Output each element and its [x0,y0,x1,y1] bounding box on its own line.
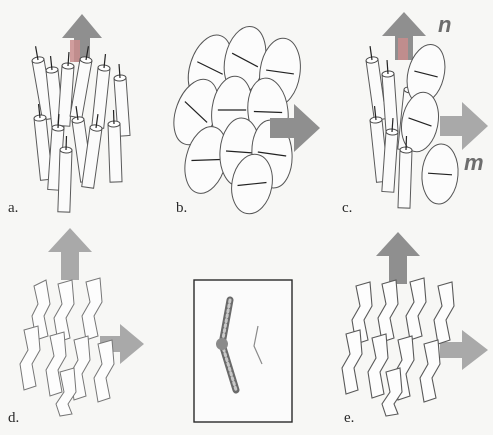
panel-label-e: e. [344,410,354,426]
panel-label-d: d. [8,410,19,426]
arrow-highlight [70,40,80,62]
vector-label-n: n [438,12,451,37]
panel-label-c: c. [342,200,352,216]
bent-core-inset [194,280,292,422]
arrow-highlight [398,38,408,60]
inset-frame [194,280,292,422]
panel-label-b: b. [176,200,187,216]
vector-label-m: m [464,150,484,175]
panel-label-a: a. [8,200,18,216]
